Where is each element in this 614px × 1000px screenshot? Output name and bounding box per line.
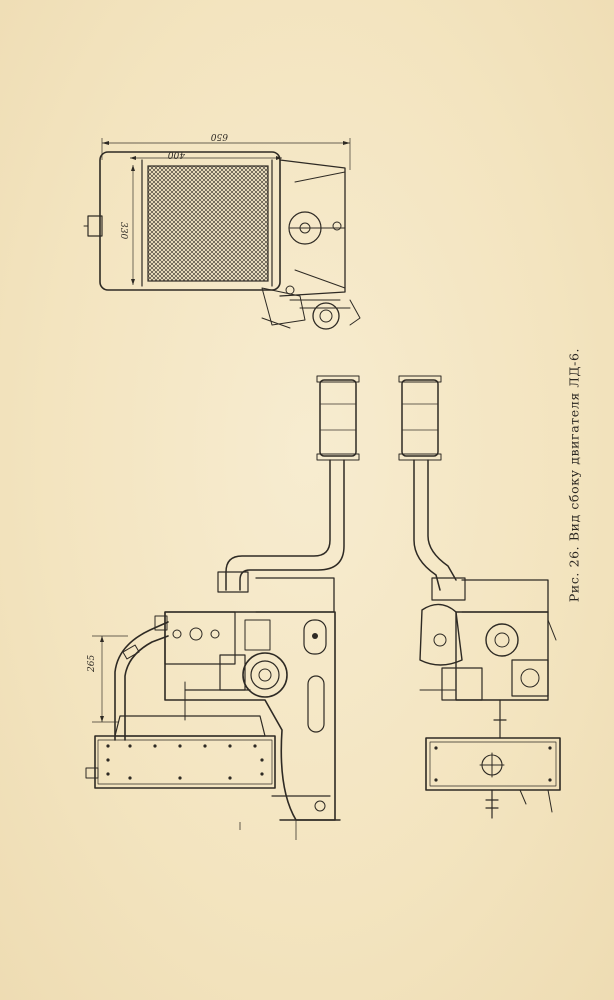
dimension-265: 265 — [87, 635, 128, 723]
dim-label-400: 400 — [168, 149, 186, 159]
side-view-left: 265 — [85, 375, 360, 840]
radiator-view: 650 400 330 — [83, 131, 361, 330]
figure-caption: Рис. 26. Вид сбоку двигателя ЛД-6. — [566, 347, 582, 603]
dim-label-650: 650 — [211, 131, 228, 141]
dim-label-330: 330 — [118, 222, 128, 239]
dimension-650: 650 — [101, 131, 351, 170]
dimension-400: 400 — [130, 149, 282, 160]
dimension-330: 330 — [118, 165, 135, 285]
side-view-right — [398, 375, 561, 819]
dim-label-265: 265 — [87, 655, 97, 673]
